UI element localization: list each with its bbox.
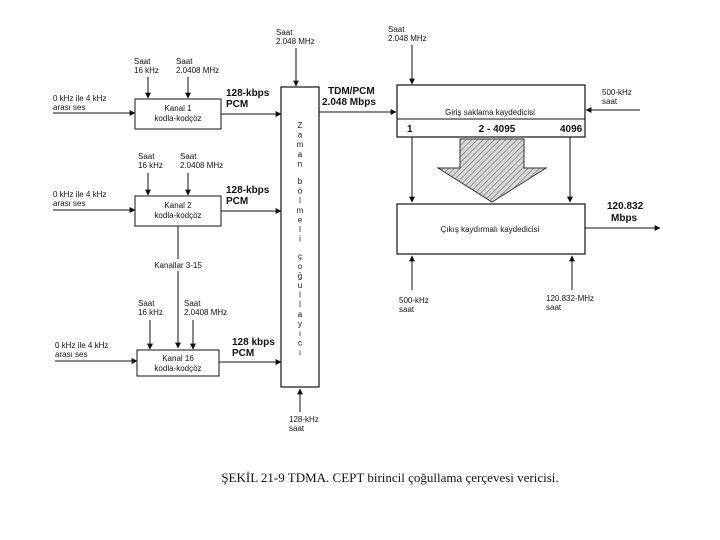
mux-clock-bottom-line2: saat [289,424,305,433]
mux-letter: a [298,310,303,319]
mux-letter: e [298,215,303,224]
ch2-input-line2: arası ses [53,199,85,208]
input-reg-clock-line2: 2.048 MHz [388,34,427,43]
ch1-clock-a-line2: 16 kHz [134,66,159,75]
mux-letter: m [297,206,304,215]
input-reg-right-clock-line1: 500-kHz [602,88,632,97]
ch2-block-sub: kodla-kodçöz [154,211,201,220]
ch16-block-sub: kodla-kodçöz [154,364,201,373]
mux-letter: n [298,159,302,168]
ch2-input-line1: 0 kHz ile 4 kHz [53,190,106,199]
input-reg-cell-mid: 2 - 4095 [479,124,516,135]
ch16-clock-b-line2: 2.0408 MHz [184,308,227,317]
output-reg-title: Çıkış kaydırmalı kaydedicisi [441,225,540,234]
ch16-rate-line1: 128 kbps [232,337,275,348]
mux-letter: o [298,262,303,271]
mux-letter: i [299,235,301,244]
input-reg-cell-first: 1 [407,124,413,135]
ch16-input-line1: 0 kHz ile 4 kHz [55,341,108,350]
output-rate-line1: 120.832 [607,201,644,212]
ch2-clock-b-line2: 2.0408 MHz [180,161,223,170]
ch2-rate-line2: PCM [226,196,248,207]
ch1-rate-line1: 128-kbps [226,88,270,99]
ch16-input-line2: arası ses [55,350,87,359]
mux-letter: a [298,150,303,159]
input-reg-title: Giriş saklama kaydedicisi [445,108,535,117]
mux-letter: ı [299,348,301,357]
mux-letter: m [297,140,304,149]
mux-letter: l [299,300,301,309]
channels-3-15-label: Kanallar 3-15 [154,261,202,270]
tdm-label-line2: 2.048 Mbps [322,97,376,108]
ch-3-15-label-bg [146,259,210,271]
mux-letter: a [298,131,303,140]
ch16-clock-a-line1: Saat [138,299,155,308]
parallel-transfer-arrow [436,138,548,203]
tdm-label-line1: TDM/PCM [328,86,375,97]
output-reg-left-clock-line1: 500-kHz [399,296,429,305]
mux-letter: l [299,196,301,205]
output-rate-line2: Mbps [611,213,638,224]
ch1-clock-a-line1: Saat [134,57,151,66]
ch16-clock-b-line1: Saat [184,299,201,308]
ch1-block-sub: kodla-kodçöz [154,114,201,123]
ch2-clock-a-line1: Saat [138,152,155,161]
ch16-rate-line2: PCM [232,348,254,359]
ch1-input-line1: 0 kHz ile 4 kHz [53,94,106,103]
tdm-multiplexer-block [280,86,320,388]
mux-letter: l [299,225,301,234]
output-reg-right-clock-line2: saat [546,303,562,312]
mux-letter: ö [298,187,303,196]
ch1-codec-block [134,98,222,130]
mux-clock-top-line1: Saat [276,28,293,37]
ch2-rate-line1: 128-kbps [226,185,270,196]
ch2-codec-block [134,195,222,227]
figure-caption: ŞEKİL 21-9 TDMA. CEPT birincil çoğullama… [221,470,559,485]
mux-letter: l [299,291,301,300]
mux-letter: ğ [298,271,302,280]
ch2-clock-b-line1: Saat [180,152,197,161]
ch1-block-title: Kanal 1 [164,104,192,113]
ch1-input-line2: arası ses [53,103,85,112]
ch1-rate-line2: PCM [226,99,248,110]
mux-letter: y [298,319,302,328]
ch16-clock-a-line2: 16 kHz [138,308,163,317]
input-reg-clock-line1: Saat [388,25,405,34]
ch2-block-title: Kanal 2 [164,201,192,210]
mux-letter: b [298,177,303,186]
mux-letter: ç [298,252,302,261]
mux-clock-top-line2: 2.048 MHz [276,37,315,46]
mux-letter: Z [298,121,303,130]
output-reg-right-clock-line1: 120.832-MHz [546,294,594,303]
mux-clock-bottom-line1: 128-kHz [289,415,319,424]
mux-letter: u [298,281,302,290]
ch16-block-title: Kanal 16 [162,354,194,363]
ch16-codec-block [136,349,220,377]
mux-letter: ı [299,329,301,338]
ch2-clock-a-line2: 16 kHz [138,161,163,170]
input-storage-register [396,84,586,138]
output-reg-left-clock-line2: saat [399,305,415,314]
mux-letter: c [298,339,302,348]
ch1-clock-b-line1: Saat [176,57,193,66]
input-reg-cell-last: 4096 [560,124,583,135]
output-shift-register [396,203,586,255]
input-reg-right-clock-line2: saat [602,97,618,106]
ch1-clock-b-line2: 2.0408 MHz [176,66,219,75]
